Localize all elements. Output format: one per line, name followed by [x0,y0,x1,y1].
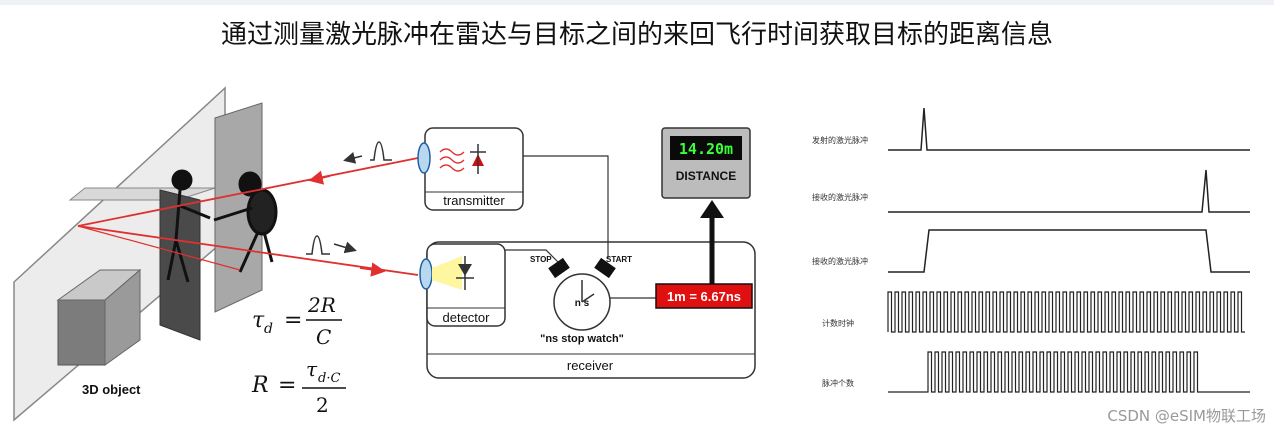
transmitter-diode-icon [470,144,486,174]
stopwatch-ns: n s [575,298,590,309]
transmitter-label: transmitter [443,193,505,208]
transmitter-module: transmitter [417,127,524,211]
laser-beams [77,141,419,277]
receiver-module: receiver detector n s STOP START "ns sto… [419,155,756,379]
timing-label-5: 脉冲个数 [822,378,854,388]
outgoing-arrow [308,170,331,185]
return-arrow [359,262,386,277]
box-side [104,268,141,366]
stopwatch-caption: "ns stop watch" [540,333,624,345]
timing-label-1: 发射的激光脉冲 [812,135,868,145]
target-scene: 3D object [13,86,278,422]
gate-trace [888,229,1250,273]
start-label: START [606,255,632,264]
stop-label: STOP [530,255,552,264]
display-screen [670,136,742,160]
pulse-out-arrow [343,151,363,164]
receiver-label: receiver [567,358,614,373]
formula-numerator-1: 2R [307,293,336,317]
reflected-ray [77,225,241,271]
box-front [57,299,106,366]
display-value: 14.20m [679,140,733,158]
scale-badge [655,283,753,309]
detector-light-cone [432,256,462,290]
detector-label: detector [443,310,491,325]
open-door [214,102,263,313]
formula-equals-2: = [278,373,296,398]
timing-diagram: 发射的激光脉冲 接收的激光脉冲 接收的激光脉冲 计数时钟 脉冲个数 [812,107,1250,393]
stopwatch-icon [548,257,616,331]
detector-lens-icon [419,258,433,290]
formula-equals-1: = [284,308,302,333]
transmitter-lens-icon [417,142,431,174]
stop-wire [505,249,559,263]
person-1-icon [166,169,211,283]
start-wire [523,155,609,258]
distance-display: 14.20m DISTANCE [661,127,751,199]
emitted-pulse-trace [888,107,1250,151]
formula-subscript-2: d·C [318,371,340,386]
formula-range-symbol: R [251,373,269,398]
formula-tau-subscript: d [264,321,273,337]
formula-tau-symbol: τ [252,308,265,333]
dark-panel [159,189,201,341]
outgoing-beam [77,157,419,227]
top-bar [0,0,1274,5]
timing-label-3: 接收的激光脉冲 [812,256,868,266]
return-beam [77,225,419,276]
pulse-in-icon [306,235,330,255]
clock-trace [887,291,1245,333]
received-pulse-trace [888,169,1250,213]
scale-badge-text: 1m = 6.67ns [667,289,741,304]
pulse-out-icon [370,141,392,161]
formula-range: R = τ d·C 2 [251,357,346,417]
formula-denominator-2: 2 [316,393,329,417]
page-title: 通过测量激光脉冲在雷达与目标之间的来回飞行时间获取目标的距离信息 [220,20,1053,50]
detector-diode-icon [456,256,474,290]
display-caption: DISTANCE [676,169,736,183]
transmitter-laser-icon [439,148,465,172]
watermark: CSDN @eSIM物联工场 [1107,407,1266,425]
timing-label-2: 接收的激光脉冲 [812,192,868,202]
formula-denominator-1: C [316,325,331,349]
formula-tau: τ d = 2R C [252,293,342,349]
pulse-in-arrow [333,241,357,254]
object-label: 3D object [82,382,141,397]
formula-tau-symbol-2: τ [306,357,318,381]
count-trace [888,351,1250,393]
output-arrow-head [700,200,724,218]
timing-label-4: 计数时钟 [822,318,854,328]
